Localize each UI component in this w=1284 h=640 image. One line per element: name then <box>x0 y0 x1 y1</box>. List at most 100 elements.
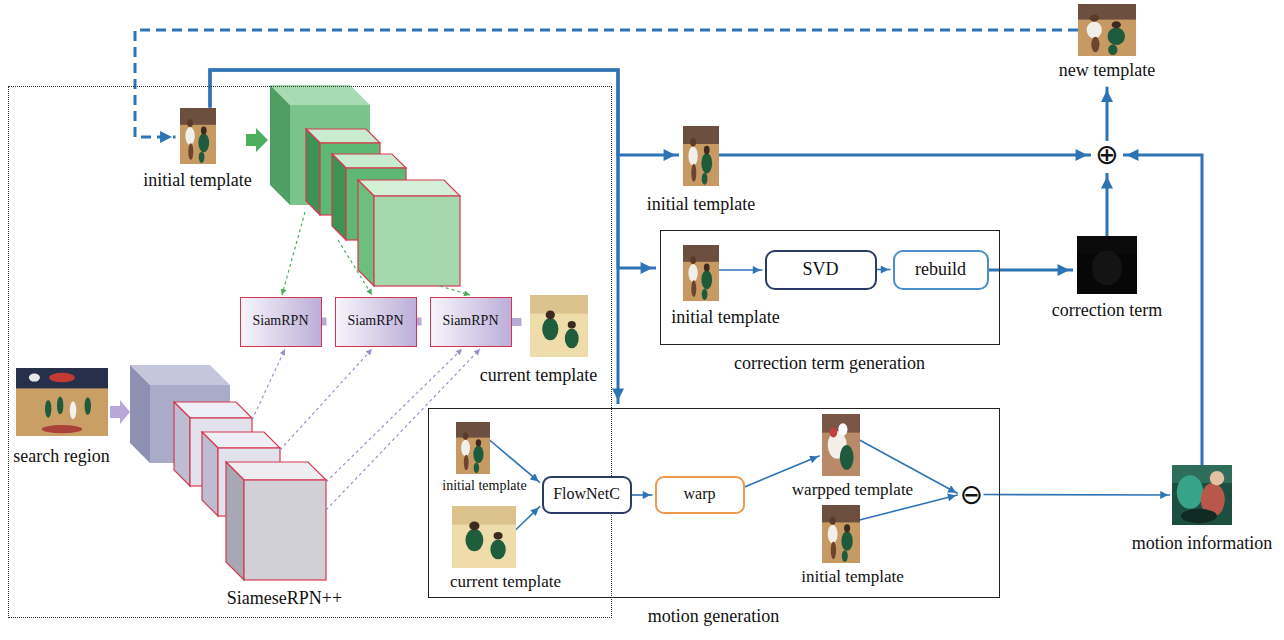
connector-arrow <box>512 318 522 326</box>
process-box: SiamRPN <box>430 297 512 347</box>
box-label: SiamRPN <box>442 313 498 329</box>
template-feature-cubes <box>306 129 460 286</box>
region-label: SiameseRPN++ <box>227 588 342 609</box>
template-feature-cubes <box>270 85 290 205</box>
photo-thumbnail <box>1078 4 1136 20</box>
box-label: SiamRPN <box>347 313 403 329</box>
photo-thumbnail <box>841 531 852 551</box>
photo-thumbnail <box>69 401 75 419</box>
photo-thumbnail <box>704 146 710 154</box>
photo-thumbnail <box>456 422 490 474</box>
connector-arrow <box>210 70 618 404</box>
photo-thumbnail <box>822 505 860 563</box>
photo-thumbnail <box>688 264 697 282</box>
photo-thumbnail <box>1108 45 1117 55</box>
caption-holder: initial template <box>647 194 755 215</box>
caption-holder: new template <box>1059 60 1155 81</box>
photo-thumbnail <box>822 414 860 476</box>
photo-thumbnail <box>827 524 837 543</box>
photo-thumbnail <box>1077 236 1137 294</box>
photo-thumbnail <box>838 423 847 435</box>
box-label: rebuild <box>915 259 966 280</box>
photo-thumbnail <box>452 506 516 568</box>
module-caption: motion generation <box>648 606 779 627</box>
image-thumbnail: initial template <box>822 505 860 563</box>
box-label: FlowNetC <box>553 485 620 503</box>
operator-sign: ⊕ <box>1095 141 1119 169</box>
photo-thumbnail <box>56 396 62 414</box>
box-label: SVD <box>802 259 838 280</box>
image-caption: initial template <box>647 194 755 215</box>
image-thumbnail: warpped template <box>822 414 860 476</box>
photo-thumbnail <box>1172 465 1232 525</box>
photo-thumbnail <box>564 328 578 348</box>
photo-thumbnail <box>701 270 712 289</box>
image-caption: correction term <box>1052 300 1162 321</box>
box-label: warp <box>684 485 716 503</box>
photo-thumbnail <box>1181 509 1217 523</box>
image-caption: new template <box>1059 60 1155 81</box>
photo-thumbnail <box>456 422 490 438</box>
block-arrow <box>110 400 130 424</box>
photo-thumbnail <box>822 505 860 563</box>
image-thumbnail: correction term <box>1077 236 1137 294</box>
photo-thumbnail <box>185 127 194 145</box>
box-label: SiamRPN <box>252 313 308 329</box>
caption-holder: initial template <box>442 478 526 494</box>
search-feature-cubes <box>174 402 326 580</box>
photo-thumbnail <box>200 126 206 134</box>
photo-thumbnail <box>44 399 50 417</box>
photo-thumbnail <box>187 119 193 127</box>
image-thumbnail: motion information <box>1172 465 1232 525</box>
image-caption: search region <box>13 446 109 467</box>
photo-thumbnail <box>198 133 209 152</box>
search-feature-cubes <box>226 462 244 580</box>
photo-thumbnail <box>462 432 467 439</box>
photo-thumbnail <box>545 310 554 319</box>
process-box: FlowNetC <box>542 476 632 514</box>
search-feature-cubes <box>130 365 326 580</box>
template-feature-cubes <box>270 85 460 286</box>
photo-thumbnail <box>690 138 696 146</box>
photo-thumbnail <box>829 427 837 437</box>
block-arrow <box>246 128 268 152</box>
image-thumbnail: initial template <box>180 108 216 164</box>
connector-arrow <box>1106 173 1109 236</box>
photo-thumbnail <box>473 462 478 472</box>
photo-thumbnail <box>841 550 847 562</box>
photo-thumbnail <box>1172 465 1232 525</box>
module-box: initial template current template FlowNetC… <box>428 408 1000 598</box>
photo-thumbnail <box>688 146 697 165</box>
photo-thumbnail <box>829 516 835 524</box>
feature-link-line <box>252 349 285 420</box>
connector-arrow <box>1106 87 1109 141</box>
connector-arrow <box>860 495 958 520</box>
image-caption: initial template <box>143 170 251 191</box>
image-thumbnail: initial template <box>683 245 719 301</box>
caption-holder: correction term <box>1052 300 1162 321</box>
photo-thumbnail <box>456 422 490 474</box>
photo-thumbnail <box>683 245 719 262</box>
caption-holder: initial template <box>671 307 779 328</box>
template-feature-cubes <box>306 129 320 215</box>
process-box: warp <box>655 476 745 514</box>
photo-thumbnail <box>701 153 712 173</box>
photo-thumbnail <box>16 368 108 436</box>
photo-thumbnail <box>691 164 696 182</box>
connector-arrow <box>989 269 1074 272</box>
photo-thumbnail <box>475 439 480 446</box>
photo-thumbnail <box>1092 251 1122 286</box>
template-feature-cubes <box>358 180 374 286</box>
photo-thumbnail <box>530 295 588 314</box>
photo-thumbnail <box>703 263 709 271</box>
caption-holder: initial template <box>801 567 903 587</box>
photo-thumbnail <box>1108 27 1125 45</box>
photo-thumbnail <box>469 521 479 530</box>
connector-arrow <box>719 269 763 271</box>
process-box: rebuild <box>893 250 989 290</box>
image-caption: initial template <box>801 567 903 587</box>
block-arrow <box>110 128 268 424</box>
feature-link-line <box>440 286 470 295</box>
image-caption: current template <box>450 572 561 592</box>
caption-holder: current template <box>450 572 561 592</box>
